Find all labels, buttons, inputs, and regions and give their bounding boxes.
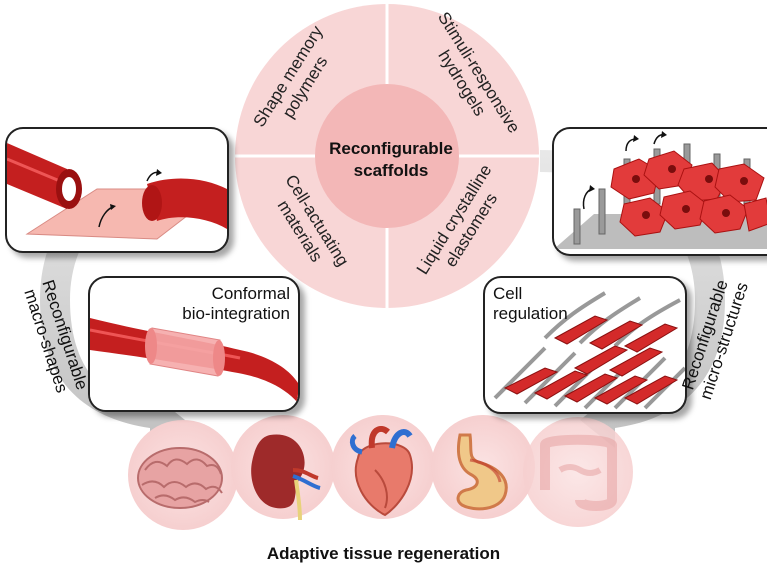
micropillar-illustration: [554, 131, 767, 249]
conformal-label-line2: bio-integration: [182, 304, 290, 323]
cell-regulation-label-line1: Cell: [493, 284, 523, 303]
vessel-sheet-illustration: [7, 143, 227, 240]
stomach-icon: [456, 433, 508, 511]
cell-regulation-label-line2: regulation: [493, 304, 568, 323]
panel-conformal: [88, 276, 300, 412]
cell-regulation-label: Cell regulation: [493, 284, 568, 324]
footer-title: Adaptive tissue regeneration: [266, 544, 501, 563]
heart-icon: [349, 426, 413, 517]
panel-vessel-sheet: [5, 127, 229, 253]
center-title-line1: Reconfigurable: [329, 139, 453, 158]
kidney-icon: [251, 434, 321, 521]
conformal-label: Conformal bio-integration: [150, 284, 290, 324]
center-title-line2: scaffolds: [353, 161, 429, 180]
center-title: Reconfigurable scaffolds: [291, 138, 491, 182]
panel-cell-regulation: [483, 276, 687, 414]
intestine-icon: [540, 434, 617, 511]
conformal-illustration: [90, 318, 298, 410]
brain-icon: [137, 447, 223, 509]
cell-regulation-illustration: [493, 291, 685, 410]
scaffold-circle: [235, 4, 539, 308]
conformal-label-line1: Conformal: [211, 284, 290, 303]
panel-micropillars: [552, 127, 767, 256]
